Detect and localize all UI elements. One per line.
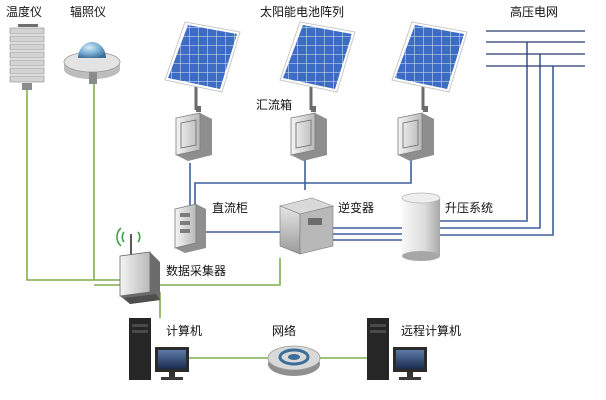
radiometer-label: 辐照仪 <box>70 5 107 19</box>
inverter-icon <box>279 197 335 255</box>
data-collector-label: 数据采集器 <box>166 264 227 278</box>
dc-cabinet-label: 直流柜 <box>212 201 249 215</box>
solar-array-label: 太阳能电池阵列 <box>260 5 345 19</box>
power-wires <box>189 42 554 241</box>
boost-system-icon <box>401 192 441 261</box>
remote-computer-icon <box>367 318 427 380</box>
solar-panel-1 <box>164 21 241 112</box>
thermometer-label: 温度仪 <box>6 5 43 19</box>
boost-system-label: 升压系统 <box>445 201 494 215</box>
computer-icon <box>129 318 189 380</box>
data-collector-icon <box>116 227 160 304</box>
solar-panel-2 <box>279 21 356 112</box>
dc-cabinet-icon <box>174 203 206 253</box>
combiner-box-1 <box>175 112 212 161</box>
remote-computer-label: 远程计算机 <box>401 324 462 338</box>
radiometer-icon <box>63 42 121 84</box>
combiner-box-3 <box>397 112 434 161</box>
combiner-box-2 <box>290 112 327 161</box>
solar-panel-3 <box>391 21 468 112</box>
network-label: 网络 <box>272 324 297 338</box>
inverter-label: 逆变器 <box>338 201 375 215</box>
grid-label: 高压电网 <box>510 5 559 19</box>
combiner-box-label: 汇流箱 <box>256 98 293 112</box>
grid-lines <box>486 30 585 67</box>
computer-label: 计算机 <box>166 324 203 338</box>
network-icon <box>267 345 321 376</box>
thermometer-icon <box>9 24 45 90</box>
